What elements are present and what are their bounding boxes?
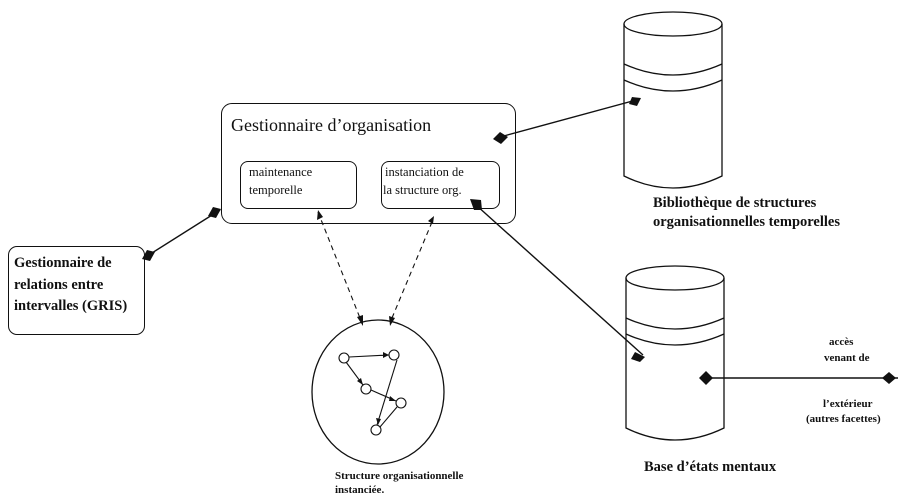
instanciation-label-2: la structure org. (383, 183, 462, 197)
maintenance-temporelle-box (240, 161, 357, 209)
library-label-line-2: organisationnelles temporelles (653, 214, 841, 230)
maintenance-label-2: temporelle (249, 183, 303, 197)
library-label-line-1: Bibliothèque de structures (653, 195, 817, 211)
external-access-line-3: l’extérieur (823, 398, 873, 410)
diamond-endpoints (142, 97, 896, 385)
interval-manager-line-2: relations entre (14, 277, 104, 293)
external-access-line-1: accès (829, 336, 854, 348)
structure-node (388, 349, 400, 361)
instantiated-structure-caption-2: instanciée. (335, 484, 385, 496)
interval-manager-line-3: intervalles (GRIS) (14, 298, 128, 314)
maintenance-label: maintenance (249, 165, 313, 179)
structure-node (395, 397, 407, 409)
mental-states-database-cylinder (625, 265, 725, 441)
instanciation-box (381, 161, 500, 209)
external-access-line-2: venant de (824, 352, 870, 364)
structure-node (338, 352, 350, 364)
dashed-arrowheads (317, 210, 434, 326)
library-database-cylinder (623, 11, 723, 189)
external-access-line-4: (autres facettes) (806, 413, 881, 425)
structure-node (360, 383, 372, 395)
dashed-arrows (317, 211, 433, 319)
structure-node (370, 424, 382, 436)
instantiated-structure-caption-1: Structure organisationnelle (335, 470, 464, 482)
instantiated-structure-circle (311, 319, 445, 465)
interval-manager-box (8, 246, 145, 335)
structure-graph-arrowheads (357, 352, 396, 425)
interval-manager-line-1: Gestionnaire de (14, 255, 112, 271)
structure-graph (338, 349, 407, 436)
solid-connectors (143, 98, 898, 379)
mental-states-label: Base d’états mentaux (644, 459, 777, 475)
organisation-manager-box (221, 103, 516, 224)
organisation-manager-title: Gestionnaire d’organisation (231, 115, 432, 135)
instanciation-label: instanciation de (385, 165, 464, 179)
